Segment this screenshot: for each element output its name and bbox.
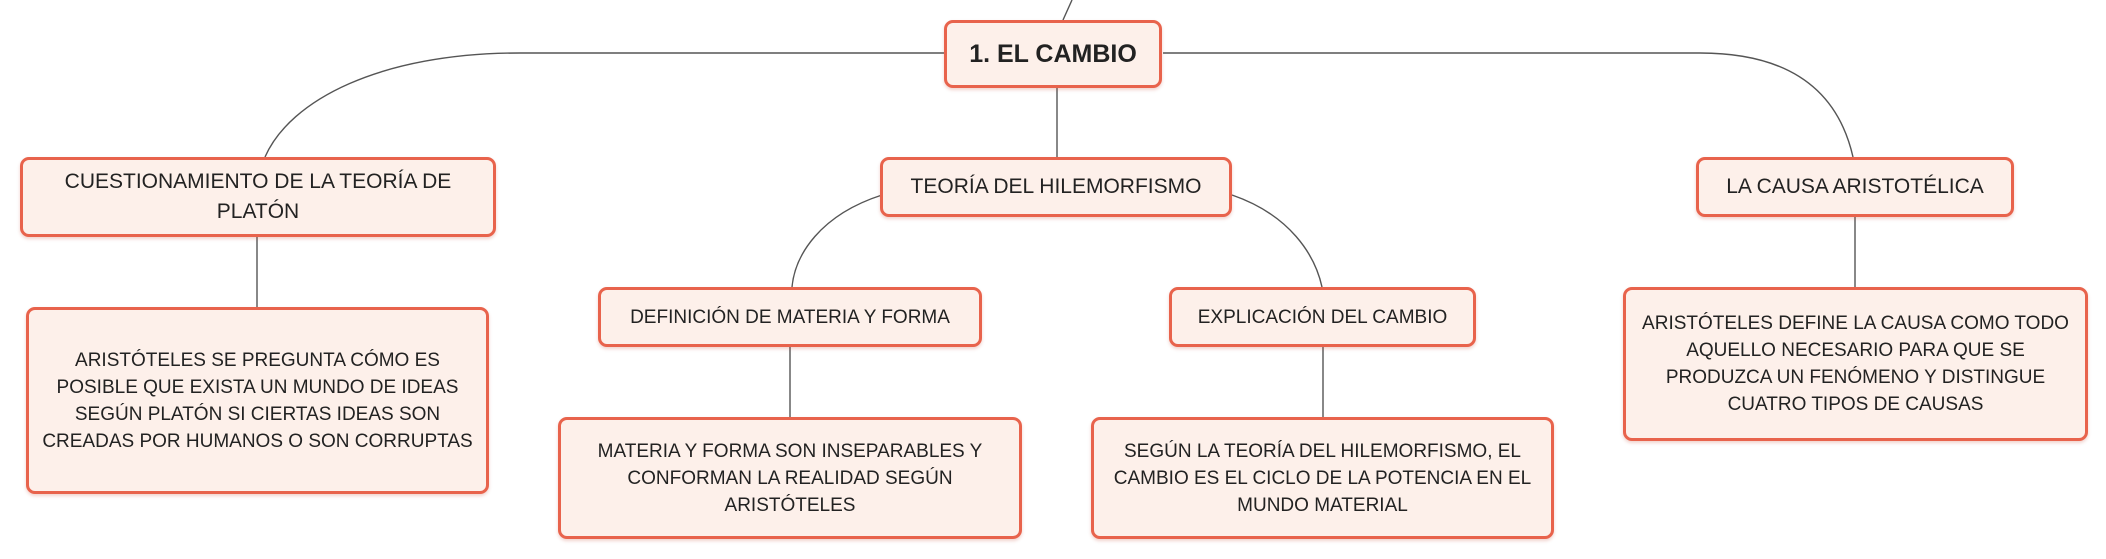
branch-node-causa[interactable]: LA CAUSA ARISTOTÉLICA xyxy=(1696,157,2014,217)
connector-root-to-causa xyxy=(1163,52,1854,158)
detail-node-cambio[interactable]: SEGÚN LA TEORÍA DEL HILEMORFISMO, EL CAM… xyxy=(1091,417,1554,539)
connector-root-to-platon xyxy=(264,52,946,158)
subbranch-node-definicion[interactable]: DEFINICIÓN DE MATERIA Y FORMA xyxy=(598,287,982,347)
detail-node-platon[interactable]: ARISTÓTELES SE PREGUNTA CÓMO ES POSIBLE … xyxy=(26,307,489,494)
branch-node-platon-label: CUESTIONAMIENTO DE LA TEORÍA DE PLATÓN xyxy=(64,170,452,223)
subbranch-node-explicacion-label: EXPLICACIÓN DEL CAMBIO xyxy=(1197,306,1448,328)
detail-node-cambio-text: SEGÚN LA TEORÍA DEL HILEMORFISMO, EL CAM… xyxy=(1113,440,1532,516)
subbranch-node-definicion-label: DEFINICIÓN DE MATERIA Y FORMA xyxy=(630,306,950,328)
connector-root-to-parent xyxy=(1062,0,1073,21)
subbranch-node-explicacion[interactable]: EXPLICACIÓN DEL CAMBIO xyxy=(1169,287,1476,347)
branch-node-hilemorfismo-label: TEORÍA DEL HILEMORFISMO xyxy=(910,175,1202,198)
detail-node-materia-forma-text: MATERIA Y FORMA SON INSEPARABLES Y CONFO… xyxy=(597,440,983,516)
branch-node-hilemorfismo[interactable]: TEORÍA DEL HILEMORFISMO xyxy=(880,157,1232,217)
branch-node-causa-label: LA CAUSA ARISTOTÉLICA xyxy=(1726,175,1984,198)
connector-hilemorfismo-to-definicion xyxy=(791,194,883,288)
root-node[interactable]: 1. EL CAMBIO xyxy=(944,20,1162,88)
connector-hilemorfismo-to-explicacion xyxy=(1231,194,1323,288)
detail-node-causa[interactable]: ARISTÓTELES DEFINE LA CAUSA COMO TODO AQ… xyxy=(1623,287,2088,441)
branch-node-platon[interactable]: CUESTIONAMIENTO DE LA TEORÍA DE PLATÓN xyxy=(20,157,496,237)
detail-node-materia-forma[interactable]: MATERIA Y FORMA SON INSEPARABLES Y CONFO… xyxy=(558,417,1022,539)
detail-node-platon-text: ARISTÓTELES SE PREGUNTA CÓMO ES POSIBLE … xyxy=(42,349,473,452)
detail-node-causa-text: ARISTÓTELES DEFINE LA CAUSA COMO TODO AQ… xyxy=(1642,313,2069,415)
root-node-label: 1. EL CAMBIO xyxy=(969,39,1137,68)
